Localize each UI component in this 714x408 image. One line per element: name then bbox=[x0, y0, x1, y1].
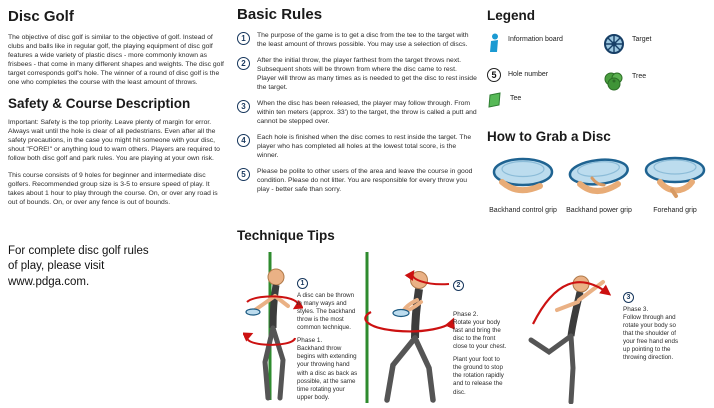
step-number-badge: 1 bbox=[297, 278, 308, 289]
legend-label: Hole number bbox=[508, 71, 549, 78]
basic-rules-section: Basic Rules 1 The purpose of the game is… bbox=[237, 6, 477, 202]
target-icon bbox=[603, 33, 625, 60]
course-paragraph: This course consists of 9 holes for begi… bbox=[8, 171, 218, 206]
legend-label: Tree bbox=[632, 73, 647, 80]
technique-step-1: 1 A disc can be thrown in many ways and … bbox=[297, 278, 359, 407]
step-number-badge: 2 bbox=[453, 280, 464, 291]
grip-figure: Backhand control grip bbox=[487, 152, 559, 216]
phase2-label: Phase 2. bbox=[453, 311, 479, 318]
grip-label: Backhand control grip bbox=[489, 207, 557, 214]
legend-item-target: Target bbox=[603, 33, 688, 60]
phase3-text: Follow through and rotate your body so t… bbox=[623, 314, 679, 362]
grip-figure: Forehand grip bbox=[639, 152, 711, 216]
rule-text: Please be polite to other users of the a… bbox=[257, 167, 473, 193]
rule-item: 1 The purpose of the game is to get a di… bbox=[237, 32, 477, 50]
grip-illustrations: Backhand control grip Backhand power gri… bbox=[487, 152, 711, 216]
technique-tips-section: Technique Tips bbox=[237, 228, 714, 408]
rule-item: 5 Please be polite to other users of the… bbox=[237, 167, 477, 195]
tee-icon bbox=[487, 92, 503, 113]
legend-label: Information board bbox=[508, 36, 563, 43]
rule-number-badge: 1 bbox=[237, 32, 250, 45]
legend-label: Tee bbox=[510, 95, 522, 102]
technique-figure-2-illustration bbox=[353, 250, 465, 408]
phase3-label: Phase 3. bbox=[623, 306, 649, 313]
legend-column-1: Information board 5 Hole number Tee bbox=[487, 33, 595, 113]
step1-intro: A disc can be thrown in many ways and st… bbox=[297, 292, 356, 332]
basic-rules-title: Basic Rules bbox=[237, 6, 323, 23]
left-column: Disc Golf The objective of disc golf is … bbox=[8, 8, 227, 290]
technique-figure-3-illustration bbox=[525, 254, 621, 408]
legend-label: Target bbox=[632, 36, 652, 43]
rule-number-badge: 2 bbox=[237, 56, 250, 70]
legend-item-tee: Tee bbox=[487, 92, 595, 113]
rule-text: After the initial throw, the player fart… bbox=[257, 56, 477, 91]
rule-number-badge: 4 bbox=[237, 133, 250, 147]
forehand-grip-illustration bbox=[642, 156, 708, 204]
legend-item-information-board: Information board bbox=[487, 33, 595, 58]
pdga-note: For complete disc golf rules of play, pl… bbox=[8, 244, 149, 288]
phase2-text: Rotate your body fast and bring the disc… bbox=[453, 319, 507, 351]
grip-figure: Backhand power grip bbox=[563, 152, 635, 216]
safety-paragraph: Important: Safety is the top priority. L… bbox=[8, 118, 220, 162]
phase2-text-2: Plant your foot to the ground to stop th… bbox=[453, 356, 504, 396]
rule-item: 4 Each hole is finished when the disc co… bbox=[237, 133, 477, 161]
hole-number-icon: 5 bbox=[487, 68, 501, 82]
disc-golf-intro-paragraph: The objective of disc golf is similar to… bbox=[8, 34, 224, 86]
right-column: Legend Information board 5 Hole number bbox=[487, 8, 711, 216]
legend-grid: Information board 5 Hole number Tee bbox=[487, 33, 711, 113]
grab-disc-title: How to Grab a Disc bbox=[487, 129, 611, 144]
legend-item-tree: Tree bbox=[603, 70, 688, 97]
rule-text: When the disc has been released, the pla… bbox=[257, 99, 477, 125]
safety-course-title: Safety & Course Description bbox=[8, 95, 191, 111]
legend-column-2: Target Tree bbox=[603, 33, 688, 113]
rule-number-badge: 3 bbox=[237, 99, 250, 113]
rule-item: 3 When the disc has been released, the p… bbox=[237, 99, 477, 127]
technique-figure-1-illustration bbox=[242, 250, 305, 407]
grip-label: Forehand grip bbox=[653, 207, 697, 214]
technique-tips-title: Technique Tips bbox=[237, 228, 335, 243]
technique-step-2: 2 Phase 2. Rotate your body fast and bri… bbox=[453, 280, 509, 402]
disc-golf-title: Disc Golf bbox=[8, 8, 74, 25]
phase1-label: Phase 1. bbox=[297, 337, 323, 345]
backhand-power-grip-illustration bbox=[566, 158, 632, 204]
rule-item: 2 After the initial throw, the player fa… bbox=[237, 56, 477, 93]
legend-item-hole-number: 5 Hole number bbox=[487, 68, 595, 82]
backhand-control-grip-illustration bbox=[490, 157, 556, 204]
phase1-text: Backhand throw begins with extending you… bbox=[297, 345, 358, 401]
legend-title: Legend bbox=[487, 8, 536, 23]
rule-number-badge: 5 bbox=[237, 167, 250, 181]
rule-text: Each hole is finished when the disc come… bbox=[257, 133, 472, 159]
info-board-icon bbox=[487, 33, 501, 58]
step-number-badge: 3 bbox=[623, 292, 634, 303]
rule-text: The purpose of the game is to get a disc… bbox=[257, 32, 469, 48]
technique-step-3: 3 Phase 3. Follow through and rotate you… bbox=[623, 292, 681, 367]
grip-label: Backhand power grip bbox=[566, 207, 632, 214]
tree-icon bbox=[603, 70, 625, 97]
